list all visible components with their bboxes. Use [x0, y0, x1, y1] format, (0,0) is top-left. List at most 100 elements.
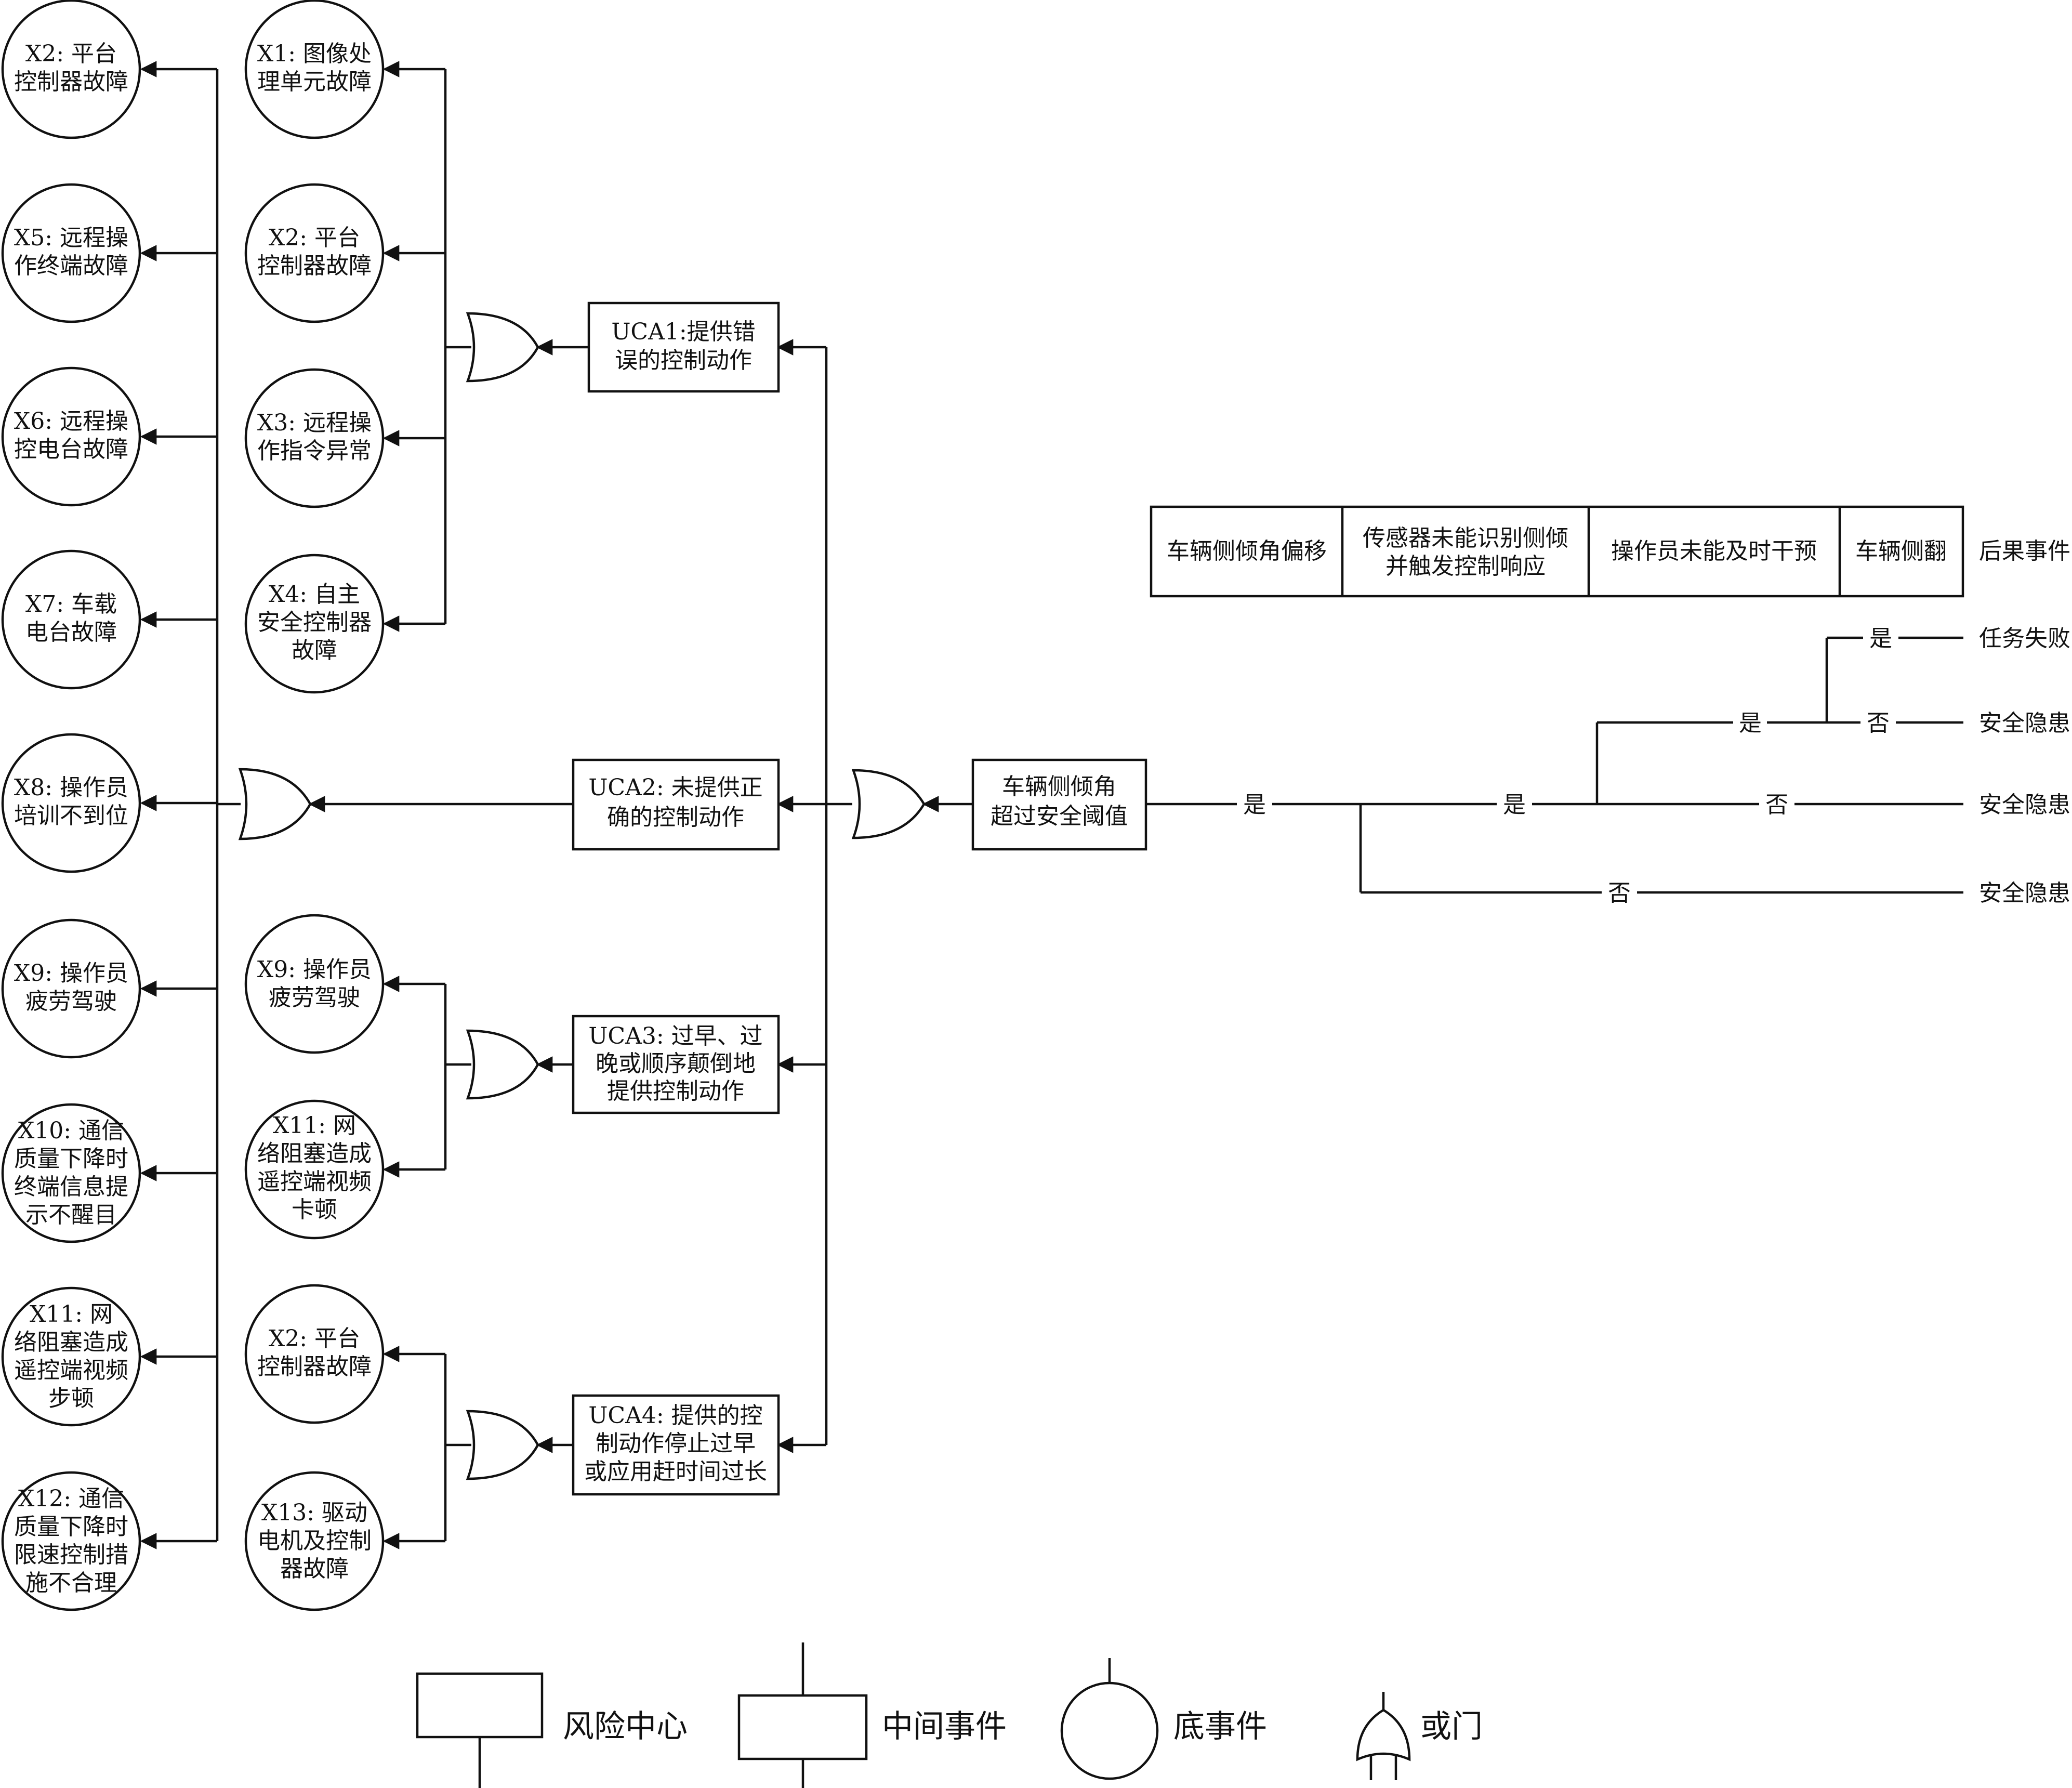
svg-text:质量下降时: 质量下降时 [14, 1514, 128, 1540]
svg-text:X2: 平台: X2: 平台 [269, 1325, 360, 1352]
legend-basic: 底事件 [1060, 1658, 1267, 1780]
uca2-box: UCA2: 未提供正 确的控制动作 [572, 758, 780, 851]
risk-center-box: 车辆侧倾角 超过安全阈值 [971, 758, 1147, 851]
svg-text:控制器故障: 控制器故障 [14, 69, 128, 95]
svg-text:疲劳驾驶: 疲劳驾驶 [269, 984, 360, 1011]
svg-text:质量下降时: 质量下降时 [14, 1146, 128, 1172]
legend-or-gate-label: 或门 [1420, 1708, 1483, 1745]
or-gate-uca4 [466, 1410, 539, 1480]
svg-text:卡顿: 卡顿 [292, 1197, 337, 1223]
or-gate-uca1 [466, 312, 539, 383]
basic-event-x8: X8: 操作员 培训不到位 [1, 733, 141, 873]
svg-text:控电台故障: 控电台故障 [14, 436, 128, 463]
svg-text:控制器故障: 控制器故障 [257, 253, 372, 279]
svg-text:X9: 操作员: X9: 操作员 [14, 960, 128, 987]
uca3-box: UCA3: 过早、过 晚或顺序颠倒地 提供控制动作 [572, 1015, 780, 1114]
or-gate-main [851, 769, 926, 839]
svg-text:步顿: 步顿 [48, 1385, 94, 1412]
branch-rollover-yes: 是 [1869, 625, 1892, 652]
basic-event-x2-uca4: X2: 平台 控制器故障 [244, 1284, 385, 1424]
uca3-line-3: 提供控制动作 [607, 1078, 744, 1105]
header-roll-offset: 车辆侧倾角偏移 [1167, 538, 1327, 564]
basic-event-x5: X5: 远程操 作终端故障 [1, 183, 141, 323]
basic-event-x6: X6: 远程操 控电台故障 [1, 366, 141, 507]
svg-text:电机及控制: 电机及控制 [257, 1528, 372, 1554]
branch-operator-no: 否 [1765, 792, 1788, 818]
outcome-2: 安全隐患 [1979, 710, 2070, 737]
uca1-line-1: UCA1:提供错 [611, 319, 755, 345]
svg-text:限速控制措: 限速控制措 [14, 1542, 128, 1568]
svg-text:络阻塞造成: 络阻塞造成 [14, 1329, 128, 1356]
uca3-line-1: UCA3: 过早、过 [588, 1023, 762, 1049]
basic-event-x2-uca1: X2: 平台 控制器故障 [244, 183, 385, 323]
branch-rollover-no: 否 [1867, 710, 1890, 737]
outcome-1: 任务失败 [1979, 625, 2070, 652]
svg-text:X10: 通信: X10: 通信 [18, 1118, 124, 1144]
uca4-line-3: 或应用赶时间过长 [584, 1458, 767, 1485]
svg-text:X8: 操作员: X8: 操作员 [14, 774, 128, 801]
svg-text:X7: 车载: X7: 车载 [25, 591, 117, 617]
basic-event-x4: X4: 自主 安全控制器 故障 [244, 554, 385, 694]
svg-text:络阻塞造成: 络阻塞造成 [257, 1140, 372, 1167]
svg-text:X1: 图像处: X1: 图像处 [257, 41, 372, 67]
svg-text:故障: 故障 [292, 637, 337, 664]
uca1-line-2: 误的控制动作 [615, 347, 752, 374]
svg-text:电台故障: 电台故障 [25, 619, 117, 646]
svg-text:理单元故障: 理单元故障 [257, 69, 372, 95]
uca3-line-2: 晚或顺序颠倒地 [596, 1050, 756, 1077]
uca4-line-2: 制动作停止过早 [596, 1430, 756, 1457]
legend-intermediate: 中间事件 [737, 1642, 1007, 1788]
svg-text:X13: 驱动: X13: 驱动 [261, 1500, 367, 1526]
svg-text:X4: 自主: X4: 自主 [269, 581, 360, 608]
svg-text:作终端故障: 作终端故障 [14, 253, 128, 279]
header-outcome: 后果事件 [1979, 538, 2070, 564]
basic-event-x11: X11: 网 络阻塞造成 遥控端视频 步顿 [1, 1286, 141, 1427]
uca4-line-1: UCA4: 提供的控 [588, 1402, 762, 1429]
event-tree-header: 车辆侧倾角偏移 传感器未能识别侧倾 并触发控制响应 操作员未能及时干预 车辆侧翻… [1150, 505, 2070, 598]
connectors [140, 61, 1963, 1549]
uca1-box: UCA1:提供错 误的控制动作 [587, 301, 780, 393]
branch-sensor-yes: 是 [1503, 792, 1526, 818]
risk-center-line-2: 超过安全阈值 [991, 803, 1128, 830]
svg-text:X11: 网: X11: 网 [273, 1112, 356, 1139]
legend-risk-center: 风险中心 [416, 1672, 688, 1788]
svg-text:X6: 远程操: X6: 远程操 [14, 408, 128, 435]
svg-text:X12: 通信: X12: 通信 [18, 1485, 124, 1512]
legend-basic-label: 底事件 [1173, 1708, 1267, 1745]
svg-text:X2: 平台: X2: 平台 [269, 225, 360, 251]
svg-text:疲劳驾驶: 疲劳驾驶 [25, 988, 117, 1015]
legend: 风险中心 中间事件 底事件 或门 [416, 1642, 1483, 1788]
uca2-line-1: UCA2: 未提供正 [588, 774, 762, 801]
risk-center-line-1: 车辆侧倾角 [1002, 773, 1116, 800]
svg-text:作指令异常: 作指令异常 [257, 438, 372, 464]
svg-text:遥控端视频: 遥控端视频 [257, 1168, 372, 1195]
svg-text:X2: 平台: X2: 平台 [25, 41, 117, 67]
svg-text:器故障: 器故障 [280, 1556, 349, 1582]
event-tree-branch-labels: 是 是 否 是 否 是 否 [1243, 625, 1892, 906]
or-gates [238, 312, 926, 1480]
svg-text:培训不到位: 培训不到位 [14, 803, 128, 829]
uca4-box: UCA4: 提供的控 制动作停止过早 或应用赶时间过长 [572, 1394, 780, 1496]
svg-text:施不合理: 施不合理 [25, 1570, 117, 1596]
header-sensor-line-2: 并触发控制响应 [1385, 553, 1546, 580]
basic-event-x13: X13: 驱动 电机及控制 器故障 [244, 1471, 385, 1611]
svg-text:X9: 操作员: X9: 操作员 [257, 956, 372, 983]
header-operator: 操作员未能及时干预 [1611, 538, 1817, 564]
legend-intermediate-label: 中间事件 [882, 1708, 1007, 1745]
svg-text:X11: 网: X11: 网 [30, 1301, 113, 1327]
branch-operator-yes: 是 [1739, 710, 1762, 737]
basic-event-x9-uca3: X9: 操作员 疲劳驾驶 [244, 914, 385, 1054]
legend-risk-center-label: 风险中心 [563, 1708, 688, 1745]
legend-or-gate: 或门 [1356, 1692, 1483, 1780]
branch-root-yes: 是 [1243, 792, 1266, 818]
uca2-line-2: 确的控制动作 [607, 804, 744, 831]
header-sensor-line-1: 传感器未能识别侧倾 [1363, 525, 1568, 551]
basic-event-x12: X12: 通信 质量下降时 限速控制措 施不合理 [1, 1471, 141, 1611]
svg-text:控制器故障: 控制器故障 [257, 1353, 372, 1380]
svg-text:X3: 远程操: X3: 远程操 [257, 410, 372, 436]
svg-text:终端信息提: 终端信息提 [14, 1174, 128, 1200]
basic-event-x2: X2: 平台 控制器故障 [1, 0, 141, 139]
basic-event-x7: X7: 车载 电台故障 [1, 549, 141, 690]
basic-event-x3: X3: 远程操 作指令异常 [244, 368, 385, 508]
outcome-3: 安全隐患 [1979, 792, 2070, 818]
